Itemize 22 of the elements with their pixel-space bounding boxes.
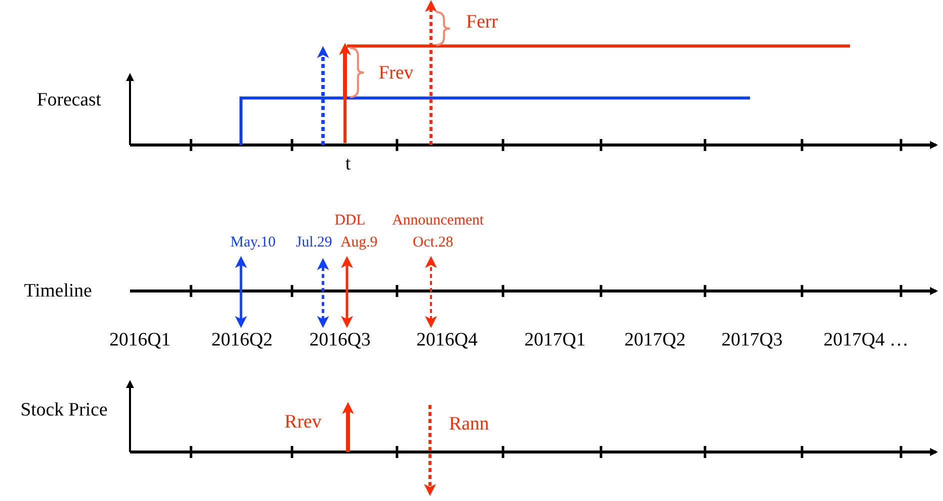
axis-label: 2017Q3 [721,330,783,350]
axis-label: 2016Q4 [416,330,478,350]
axis-label: 2016Q3 [309,330,371,350]
axis-label: Oct.28 [412,236,454,250]
axis-label: 2016Q1 [109,330,171,350]
axis-label: Jul.29 [296,236,332,250]
axis-label: Timeline [24,282,92,300]
axis-label: DDL [334,214,366,228]
axis-label: 2016Q2 [211,330,273,350]
axis-label: Ferr [466,12,498,32]
axis-label: t [345,154,351,174]
axis-label: 2017Q4 … [824,330,908,350]
axis-label: May.10 [230,236,276,250]
axis-label: Announcement [392,214,484,228]
axis-label: 2017Q2 [624,330,686,350]
axis-label: Aug.9 [340,236,378,250]
axis-label: Forecast [36,90,102,110]
axis-label: Rrev [284,412,322,432]
axis-label: Rann [448,414,490,434]
axis-label: 2017Q1 [524,330,586,350]
axis-label: Stock Price [20,400,108,420]
axis-label: Frev [378,64,414,82]
